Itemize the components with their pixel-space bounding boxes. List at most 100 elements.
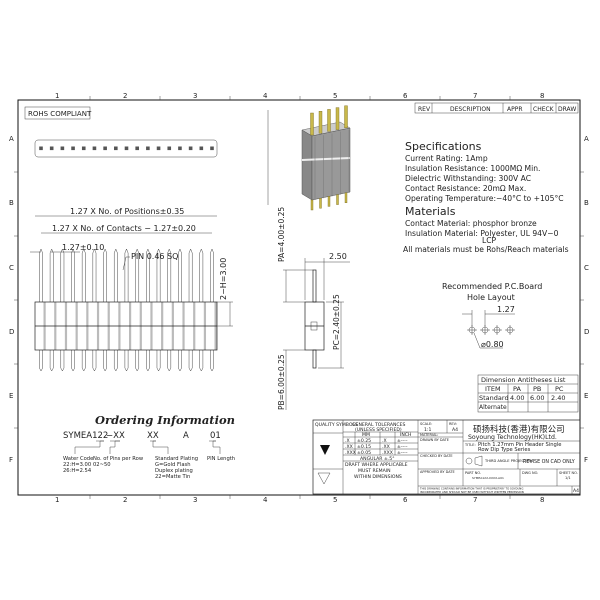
contact-pin: [92, 248, 97, 302]
front-view: 1.27 X No. of Positions±0.35 1.27 X No. …: [30, 207, 233, 372]
note-pins: No. of Pins per Row: [93, 456, 144, 462]
dim-table-header-pa: PA: [513, 385, 522, 393]
tolerance-cell: ±0.25: [357, 438, 371, 444]
drawn-by: DRAWN BY DATE: [420, 438, 449, 442]
code-base: SYMEA122: [63, 431, 108, 441]
dwg-no-label: DWG NO.: [522, 471, 538, 475]
draft-note-1: DRAFT WHERE APPLICABLE: [345, 462, 408, 468]
tolerance-cell: ±0.15: [357, 444, 371, 450]
code-plating: A: [183, 431, 189, 441]
dim-table-header-pc: PC: [555, 385, 564, 393]
dim-pitch: 1.27±0.10: [62, 243, 104, 252]
top-view-pin: [199, 146, 204, 151]
top-view-pin: [71, 146, 75, 151]
code-pins: XX: [147, 431, 159, 441]
dim-pb: PB=6.00±0.25: [277, 354, 286, 410]
top-view-pins: [39, 146, 214, 151]
part-no: SYMEA122-XXXX-A01: [472, 476, 504, 480]
contact-pin: [71, 248, 75, 302]
row-marker: E: [9, 392, 13, 400]
column-marker: 3: [193, 92, 197, 100]
contact-pin: [146, 248, 150, 302]
description-header: DESCRIPTION: [450, 106, 491, 113]
tolerance-cell: .XX: [382, 444, 390, 450]
code-water: −XX: [106, 431, 125, 441]
contact-pin: [81, 248, 86, 302]
title-block: QUALITY SYMBOLS GENERAL TOLERANCES (UNLE…: [312, 419, 581, 495]
tolerance-cell: .XX: [345, 444, 353, 450]
projection-cone-icon: [474, 455, 483, 467]
scale-label: SCALE:: [420, 422, 432, 426]
row-marker: F: [584, 456, 588, 464]
pin-note: PIN 0.46 SQ: [131, 252, 178, 261]
contact-pin: [60, 248, 65, 302]
contact-pin: [178, 248, 182, 302]
dim-table-cell: Standard: [479, 394, 509, 402]
rev-header: REV: [418, 106, 431, 113]
top-view-pin: [81, 146, 86, 151]
rohs-box: [24, 106, 91, 120]
row-marker: E: [584, 392, 588, 400]
dim-pc: PC=2.40±0.25: [332, 294, 341, 350]
contact-pin-tail: [146, 350, 150, 372]
contact-pin-tail: [210, 350, 214, 372]
dim-table-cell: 6.00: [530, 394, 544, 402]
approved-by: APPROVED BY DATE: [420, 470, 455, 474]
contact-pin: [49, 248, 54, 302]
row-marker: A: [584, 135, 589, 143]
note-pins-range: 02~50: [93, 462, 111, 468]
column-marker: 3: [193, 496, 197, 504]
contact-pin-tail: [156, 350, 161, 372]
column-marker: 2: [123, 92, 127, 100]
tolerance-cell: .XXX: [382, 450, 393, 456]
top-view-pin: [92, 146, 97, 151]
top-view-pin: [146, 146, 150, 151]
contact-pin-tail: [39, 350, 43, 372]
ordering-information: Ordering Information SYMEA122 −XX XX A 0…: [63, 413, 235, 480]
top-view-pin: [60, 146, 65, 151]
column-marker: 5: [333, 92, 337, 100]
gold-pin: [327, 109, 331, 132]
contact-pin-tail: [71, 350, 75, 372]
spec-dielectric: Dielectric Withstanding: 300V AC: [405, 174, 531, 183]
row-marker: F: [9, 456, 13, 464]
rohs-label: ROHS COMPLIANT: [28, 110, 92, 118]
quality-symbols: QUALITY SYMBOLS: [315, 422, 358, 428]
tol-inch: INCH: [400, 432, 411, 438]
materials-title: Materials: [405, 205, 456, 218]
pcb-hole-layout: Recommended P.C.Board Hole Layout 1.27 ⌀…: [442, 282, 542, 349]
tolerance-cell: ±0.05: [357, 450, 371, 456]
note-plating-gold: G=Gold Flash: [155, 462, 191, 468]
note-pin-length: PIN Length: [207, 456, 235, 462]
sheet-label: SHEET NO.: [559, 471, 578, 475]
quality-outline-icon: [317, 472, 331, 485]
proprietary-1: THIS DRAWING CONTAINS INFORMATION THAT I…: [419, 487, 523, 491]
tolerance-cell: .X: [382, 438, 387, 444]
draw-header: DRAW: [558, 106, 576, 113]
tolerance-cell: .X: [345, 438, 350, 444]
top-view-pin: [188, 146, 193, 151]
row-marker: C: [9, 264, 14, 272]
column-marker: 7: [473, 92, 477, 100]
contact-pin-tail: [103, 350, 107, 372]
part-no-label: PART NO.: [465, 471, 481, 475]
column-marker: 1: [55, 496, 59, 504]
contact-pin-tail: [188, 350, 193, 372]
top-view-pin: [103, 146, 107, 151]
dim-positions: 1.27 X No. of Positions±0.35: [70, 207, 184, 216]
tolerance-cell: ±----: [397, 444, 408, 450]
projection-label: THIRD ANGLE PROJECTION: [484, 459, 533, 463]
rev-value: A4: [452, 427, 458, 433]
dim-table-header-item: ITEM: [485, 385, 501, 393]
checked-by: CHECKED BY DATE: [420, 454, 453, 458]
top-view-pin: [156, 146, 161, 151]
top-view-pin: [210, 146, 214, 151]
contact-pin: [199, 248, 204, 302]
code-length: 01: [210, 431, 221, 441]
dim-width: 2.50: [329, 252, 347, 261]
check-header: CHECK: [533, 106, 555, 113]
contact-pin: [135, 248, 140, 302]
dim-table-header-pb: PB: [533, 385, 541, 393]
revise-note: REVISE ON CAD ONLY: [523, 459, 575, 465]
